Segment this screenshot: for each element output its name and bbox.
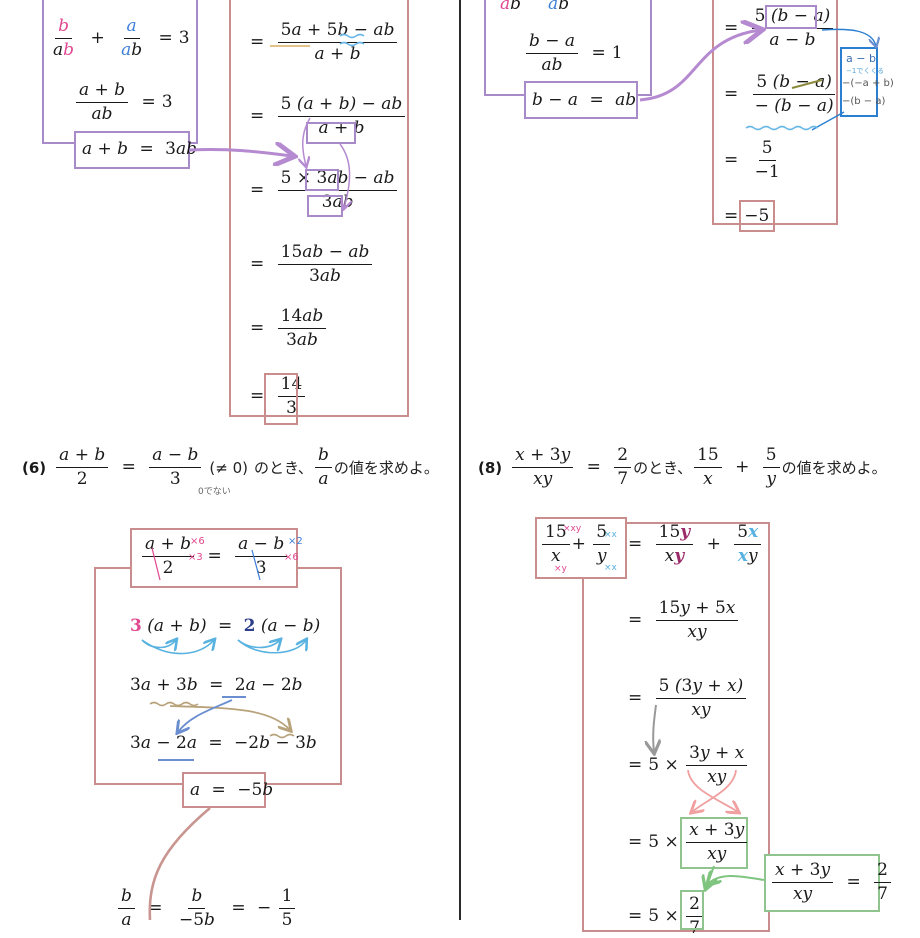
tl-result-box bbox=[74, 131, 190, 169]
tr-step-2: = 5 (b − a)− (b − a) bbox=[724, 72, 835, 116]
bl-step-2: 3a + 3b = 2a − 2b bbox=[130, 675, 303, 695]
tr-note-line-2: −1でくくる bbox=[846, 67, 885, 75]
br-step-3: = 5 (3y + x)xy bbox=[622, 678, 748, 719]
q6-text-1: のとき、 bbox=[253, 459, 313, 477]
q6-condition: (≠ 0) bbox=[209, 458, 248, 477]
br-ann-times-xy: ×xy bbox=[563, 524, 582, 534]
bl-ann-times6-b: ×6 bbox=[284, 552, 299, 563]
br-given-box bbox=[535, 517, 627, 579]
bl-step-3: 3a − 2a = −2b − 3b bbox=[130, 733, 317, 753]
tr-eq-top: ab ab bbox=[500, 0, 570, 14]
q8-text-1: のとき、 bbox=[633, 459, 693, 477]
tl-denom-box-2 bbox=[307, 195, 343, 217]
tr-note-line-4: −(b − a) bbox=[842, 96, 886, 107]
bl-result-box bbox=[182, 772, 266, 808]
tr-note-line-3: −(−a + b) bbox=[842, 78, 894, 89]
bl-ann-times6-a: ×6 bbox=[190, 536, 205, 547]
bl-ann-times2: ×2 bbox=[288, 536, 303, 547]
tr-note-line-1: a − b bbox=[846, 52, 876, 65]
q8-text-2: の値を求めよ。 bbox=[781, 459, 887, 477]
q8-number: (8) bbox=[478, 458, 503, 477]
tr-answer-box bbox=[739, 200, 775, 232]
tr-answer: =−5 bbox=[724, 206, 770, 226]
tl-numbox bbox=[305, 169, 339, 191]
tl-denom-box-1 bbox=[306, 122, 356, 144]
q6-number: (6) bbox=[22, 458, 47, 477]
tr-numbox bbox=[765, 5, 817, 29]
br-given-green-box bbox=[764, 854, 880, 912]
bl-ann-times3: ×3 bbox=[188, 552, 203, 563]
bl-step-1: 3 (a + b) = 2 (a − b) bbox=[130, 616, 321, 636]
br-ann-times-x-a: ×x bbox=[604, 530, 617, 540]
tl-answer-box bbox=[264, 373, 298, 425]
tr-result-box bbox=[524, 81, 638, 119]
br-ann-times-y: ×y bbox=[554, 564, 567, 574]
q6-reading-note: 0でない bbox=[198, 487, 231, 497]
tl-calc-box bbox=[229, 0, 409, 417]
tr-eq-2: b − a = ab bbox=[532, 90, 637, 110]
br-work-box bbox=[582, 522, 770, 932]
column-divider bbox=[459, 0, 461, 920]
br-ann-times-x-b: ×x bbox=[604, 563, 617, 573]
bl-result-eq: a = −5b bbox=[190, 780, 274, 800]
tr-note-box bbox=[840, 47, 878, 117]
br-green-box-2 bbox=[680, 890, 704, 930]
tr-step-3: = 5−1 bbox=[724, 138, 780, 182]
tl-eq-3: a + b = 3ab bbox=[82, 139, 197, 159]
q6-text-2: の値を求めよ。 bbox=[333, 459, 439, 477]
